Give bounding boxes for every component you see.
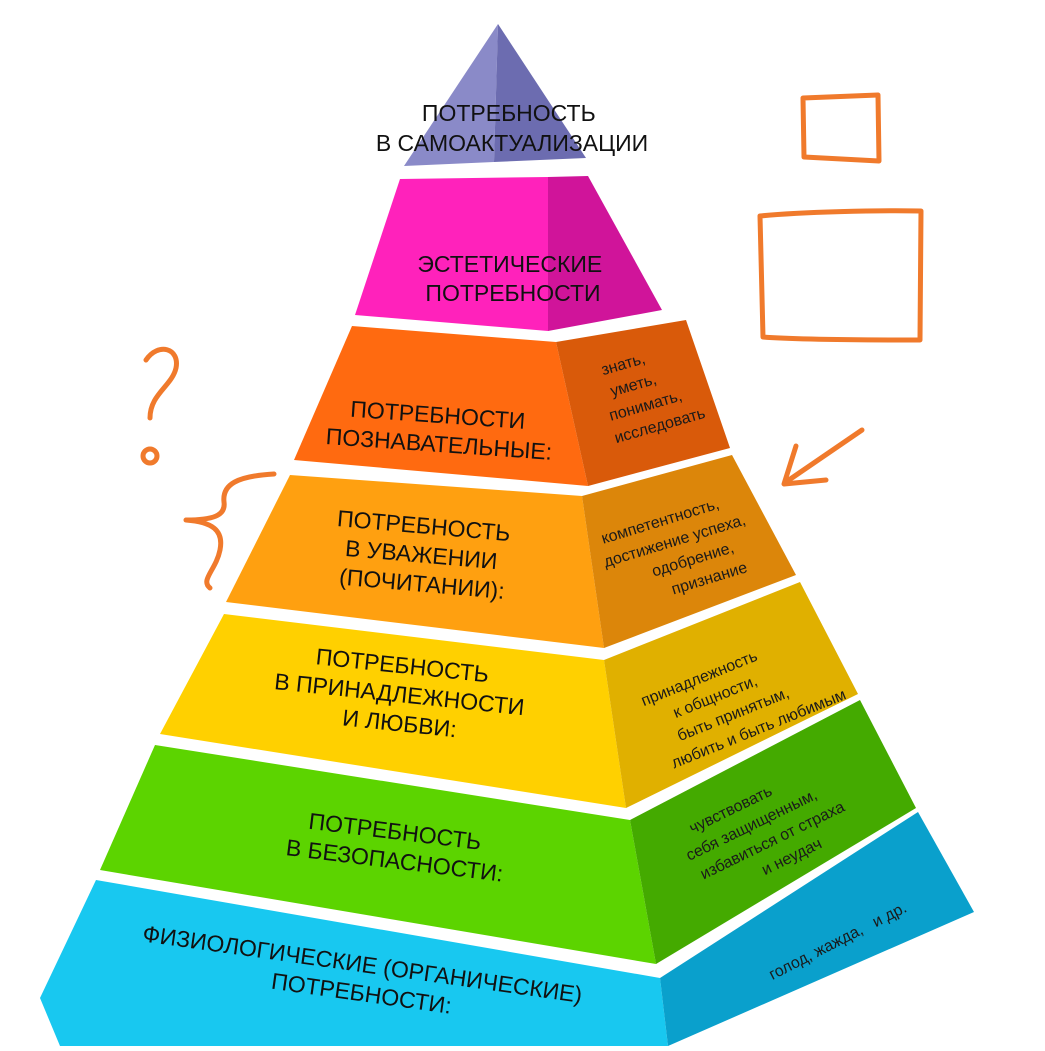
cognitive-side-face <box>556 320 730 486</box>
large-square-doodle <box>757 208 924 343</box>
aesthetic-side-face <box>548 176 662 331</box>
safety-side-face <box>630 700 916 964</box>
aesthetic-label-line: ЭСТЕТИЧЕСКИЕ <box>417 251 602 277</box>
belonging-front-face <box>160 614 626 808</box>
arrow-shaft-doodle <box>783 427 865 485</box>
aesthetic-label-line: ПОТРЕБНОСТИ <box>425 280 600 306</box>
cognitive-front-face <box>294 326 588 486</box>
apex-front-face <box>404 24 498 166</box>
question-mark-doodle <box>143 346 179 421</box>
physiological-front-face <box>40 880 668 1046</box>
level-aesthetic: ЭСТЕТИЧЕСКИЕ ПОТРЕБНОСТИ <box>355 176 662 331</box>
level-physiological: ФИЗИОЛОГИЧЕСКИЕ (ОРГАНИЧЕСКИЕ) ПОТРЕБНОС… <box>40 812 974 1046</box>
esteem-side-face <box>582 455 796 648</box>
aesthetic-label: ЭСТЕТИЧЕСКИЕ ПОТРЕБНОСТИ <box>417 251 608 306</box>
apex-side-face <box>494 24 586 162</box>
small-square-doodle <box>800 92 882 164</box>
level-esteem: ПОТРЕБНОСТЬ В УВАЖЕНИИ (ПОЧИТАНИИ): комп… <box>226 455 796 648</box>
esteem-label: ПОТРЕБНОСТЬ В УВАЖЕНИИ (ПОЧИТАНИИ): <box>331 505 518 604</box>
safety-front-face <box>100 745 656 964</box>
apex-label-line: ПОТРЕБНОСТЬ <box>422 100 596 126</box>
level-belonging: ПОТРЕБНОСТЬ В ПРИНАДЛЕЖНОСТИ И ЛЮБВИ: пр… <box>160 582 858 808</box>
curly-brace-doodle <box>183 471 277 591</box>
question-mark-dot <box>140 446 160 466</box>
arrow-head-doodle <box>781 443 829 487</box>
level-safety: ПОТРЕБНОСТЬ В БЕЗОПАСНОСТИ: чувствовать … <box>100 700 916 964</box>
apex-label-line: В САМОАКТУАЛИЗАЦИИ <box>376 130 648 156</box>
esteem-front-face <box>226 475 604 648</box>
physiological-side-face <box>660 812 974 1046</box>
aesthetic-front-face <box>355 177 548 331</box>
level-self-actualization: ПОТРЕБНОСТЬ В САМОАКТУАЛИЗАЦИИ <box>376 24 648 166</box>
ink-annotations <box>140 92 924 591</box>
belonging-side-face <box>604 582 858 808</box>
apex-label: ПОТРЕБНОСТЬ В САМОАКТУАЛИЗАЦИИ <box>376 100 648 156</box>
level-cognitive: ПОТРЕБНОСТИ ПОЗНАВАТЕЛЬНЫЕ: знать, уметь… <box>294 320 730 486</box>
